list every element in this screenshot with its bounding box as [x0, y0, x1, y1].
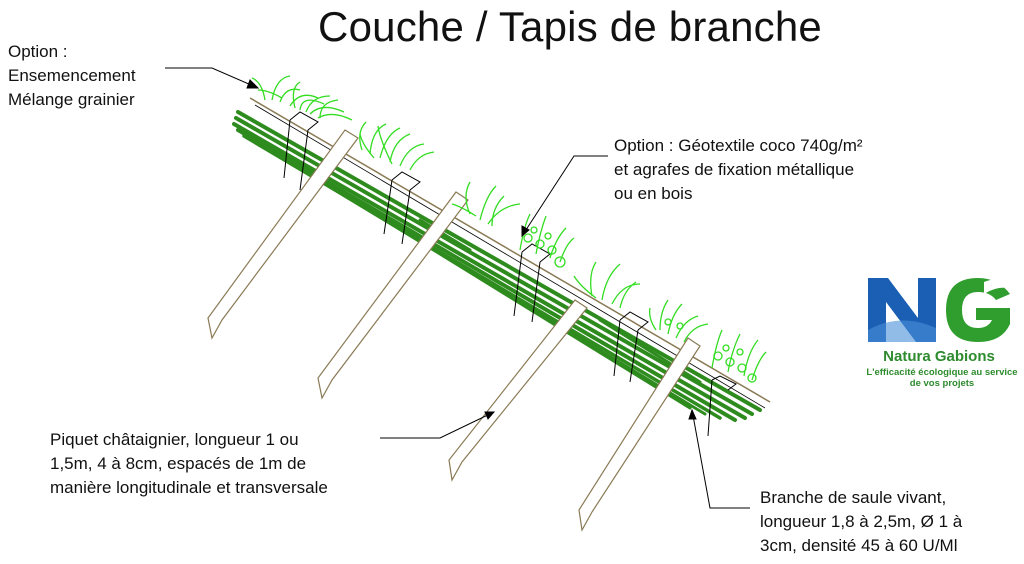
ng-monogram: [868, 278, 1010, 342]
staple-icon: [513, 243, 551, 323]
geotextile-label-line: Option : Géotextile coco 740g/m²: [614, 136, 863, 155]
seeding-label: Option : Ensemencement Mélange grainier: [8, 40, 136, 112]
willow-label-line: longueur 1,8 à 2,5m, Ø 1 à: [760, 512, 963, 531]
stake-label: Piquet châtaignier, longueur 1 ou 1,5m, …: [50, 428, 328, 500]
page-title: Couche / Tapis de branche: [318, 3, 822, 50]
seeding-label-line: Option :: [8, 42, 68, 61]
geotextile-label-line: ou en bois: [614, 184, 693, 203]
seeding-label-line: Ensemencement: [8, 66, 136, 85]
staple-icon: [613, 311, 649, 383]
geotextile-label: Option : Géotextile coco 740g/m² et agra…: [614, 134, 863, 206]
stake-label-line: Piquet châtaignier, longueur 1 ou: [50, 430, 299, 449]
seedling-cluster-icon: [711, 329, 767, 383]
willow-label-line: Branche de saule vivant,: [760, 488, 947, 507]
natura-gabions-logo: [868, 278, 1010, 342]
plants: [251, 75, 767, 383]
stake-label-line: manière longitudinale et transversale: [50, 478, 328, 497]
stakes: [207, 129, 701, 532]
seedling-cluster-icon: [519, 213, 575, 268]
staples: [283, 111, 737, 437]
brand-name: Natura Gabions: [883, 348, 995, 365]
staple-icon: [383, 171, 421, 245]
willow-label-line: 3cm, densité 45 à 60 U/Ml: [760, 536, 958, 555]
staple-icon: [707, 375, 737, 437]
seeding-label-line: Mélange grainier: [8, 90, 135, 109]
geotextile-label-line: et agrafes de fixation métallique: [614, 160, 855, 179]
stake-icon: [207, 129, 359, 340]
stake-icon: [448, 299, 588, 482]
grass-plant-icon: [359, 121, 435, 171]
stake-label-line: 1,5m, 4 à 8cm, espacés de 1m de: [50, 454, 307, 473]
grass-plant-icon: [451, 181, 521, 227]
willow-label: Branche de saule vivant, longueur 1,8 à …: [760, 486, 962, 558]
stake-icon: [578, 337, 701, 532]
grass-plant-icon: [648, 299, 709, 343]
grass-plant-icon: [573, 261, 641, 309]
brand-tagline: L'efficacité écologique au service de vo…: [866, 367, 1018, 389]
staple-icon: [283, 111, 319, 191]
leader-lines: [165, 67, 750, 509]
grass-plant-icon: [251, 75, 353, 121]
